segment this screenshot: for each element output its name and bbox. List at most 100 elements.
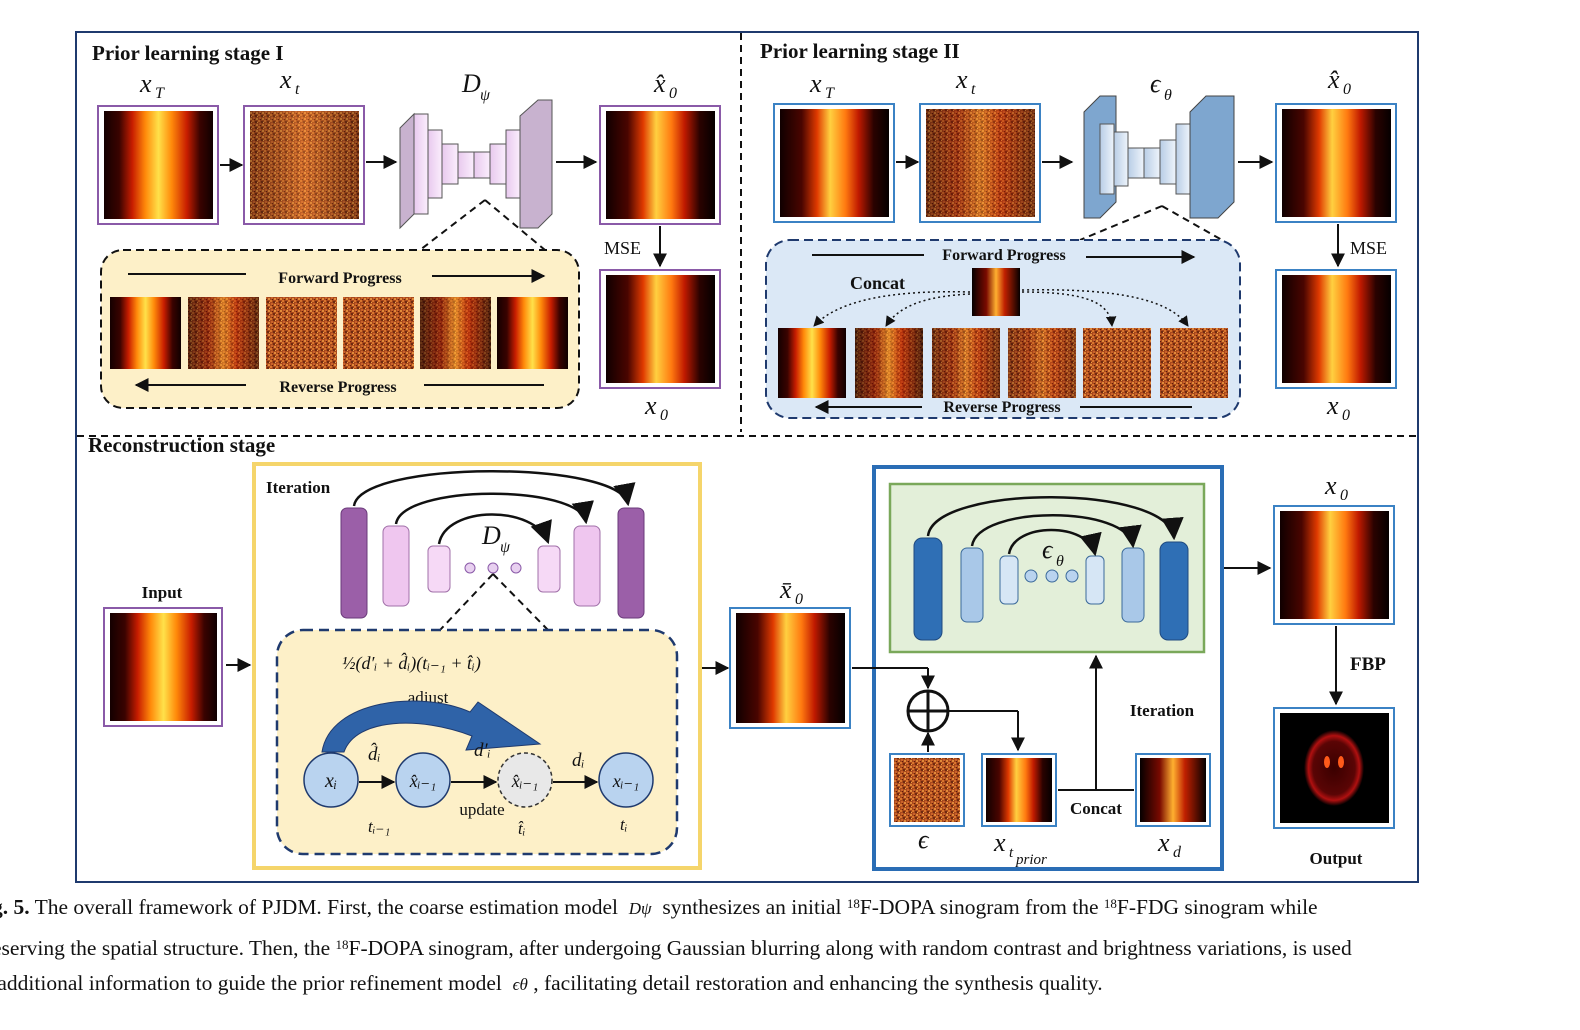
svg-text:d: d — [1173, 844, 1182, 861]
svg-text:x̂ᵢ₋₁: x̂ᵢ₋₁ — [409, 771, 437, 791]
stage1-x0-image — [599, 269, 721, 389]
recon-xd-image — [1135, 753, 1211, 827]
svg-text:D: D — [461, 69, 481, 98]
recon-eps-label: ϵ — [918, 825, 930, 854]
recon-formula: ½(d′ᵢ + d̂ᵢ)(tᵢ₋₁ + t̂ᵢ) — [342, 652, 481, 674]
stage1-xT-image — [97, 105, 219, 225]
svg-text:T: T — [155, 85, 165, 102]
recon-input-label: Input — [142, 583, 183, 602]
svg-text:T: T — [825, 85, 835, 102]
stage2-title: Prior learning stage II — [760, 39, 960, 63]
svg-text:θ: θ — [1164, 87, 1172, 104]
stage1-title: Prior learning stage I — [92, 41, 284, 65]
svg-text:x: x — [1324, 471, 1337, 500]
stage2-mse-label: MSE — [1350, 238, 1387, 258]
svg-text:0: 0 — [795, 591, 803, 608]
recon-noise-image — [889, 753, 965, 827]
svg-text:D: D — [481, 521, 501, 550]
svg-text:0: 0 — [660, 407, 668, 424]
recon-title: Reconstruction stage — [88, 433, 275, 457]
stage2-concat-label: Concat — [850, 273, 905, 293]
svg-text:xᵢ₋₁: xᵢ₋₁ — [612, 771, 640, 791]
svg-text:xᵢ: xᵢ — [324, 770, 337, 792]
stage1-unet-model — [399, 99, 553, 230]
t-hat-label: t̂ᵢ — [518, 819, 525, 838]
recon-output-label: Output — [1310, 849, 1363, 868]
svg-text:0: 0 — [1340, 487, 1348, 504]
stage1-forward-label: Forward Progress — [278, 270, 401, 287]
svg-text:x̄: x̄ — [779, 575, 792, 604]
svg-text:ϵ: ϵ — [1150, 69, 1162, 98]
svg-text:x: x — [1326, 391, 1339, 420]
recon-fbp-label: FBP — [1350, 654, 1386, 675]
stage2-unet-model — [1083, 95, 1235, 219]
caption-line-1: g. 5. The overall framework of PJDM. Fir… — [0, 895, 1318, 919]
svg-text:x̂ᵢ₋₁: x̂ᵢ₋₁ — [511, 771, 539, 791]
svg-text:t: t — [971, 81, 976, 98]
stage2-xt-image — [919, 103, 1041, 223]
edge-dprime-label: d′ᵢ — [474, 740, 491, 761]
stage1-reverse-label: Reverse Progress — [279, 379, 396, 396]
stage2-x0-image — [1275, 269, 1397, 389]
svg-text:x: x — [993, 828, 1006, 857]
stage2-sequence-images — [778, 328, 1228, 398]
caption-line-2: eserving the spatial structure. Then, th… — [0, 935, 1352, 960]
recon-xtprior-image — [981, 753, 1057, 827]
stage1-xt-image — [243, 105, 365, 225]
stage2-x0hat-image — [1275, 103, 1397, 223]
svg-text:x: x — [1157, 828, 1170, 857]
svg-text:0: 0 — [669, 85, 677, 102]
stage1-sequence-images — [110, 297, 568, 369]
node-xi: xᵢ — [303, 752, 359, 808]
recon-x0bar-image — [729, 607, 851, 729]
recon-iteration-left-label: Iteration — [266, 478, 331, 497]
svg-text:x̂: x̂ — [1327, 65, 1340, 94]
stage2-condition-image — [972, 268, 1020, 316]
svg-text:ψ: ψ — [480, 87, 491, 104]
svg-text:t: t — [295, 81, 300, 98]
recon-iteration-right-label: Iteration — [1130, 701, 1195, 720]
update-label: update — [459, 800, 504, 819]
node-xhat-intermediate: x̂ᵢ₋₁ — [497, 752, 553, 808]
figure-caption: g. 5. The overall framework of PJDM. Fir… — [0, 886, 1580, 1003]
svg-text:x: x — [279, 65, 292, 94]
stage1-x0hat-label: x̂0 — [653, 69, 677, 102]
recon-input-image — [103, 607, 223, 727]
recon-left-unet — [340, 470, 645, 619]
svg-text:x: x — [809, 69, 822, 98]
node-xi-minus-1: xᵢ₋₁ — [598, 752, 654, 808]
stage1-mse-label: MSE — [604, 238, 641, 258]
edge-d-label: dᵢ — [572, 750, 585, 771]
sum-operator — [906, 689, 950, 733]
t-prev-label: tᵢ₋₁ — [368, 817, 390, 836]
svg-text:θ: θ — [1056, 553, 1064, 570]
svg-text:ψ: ψ — [500, 539, 511, 556]
recon-output-image — [1273, 707, 1395, 829]
svg-text:x: x — [955, 65, 968, 94]
caption-line-3: additional information to guide the prio… — [0, 971, 1103, 995]
stage2-forward-label: Forward Progress — [942, 247, 1065, 264]
outer-frame — [75, 31, 1419, 883]
svg-text:t: t — [1009, 845, 1014, 861]
svg-text:x̂: x̂ — [653, 69, 666, 98]
svg-text:ϵ: ϵ — [1042, 535, 1054, 564]
adjust-arrow — [321, 700, 542, 753]
svg-text:x: x — [139, 69, 152, 98]
svg-text:0: 0 — [1342, 407, 1350, 424]
recon-right-unet — [913, 496, 1189, 641]
stage1-x0hat-image — [599, 105, 721, 225]
